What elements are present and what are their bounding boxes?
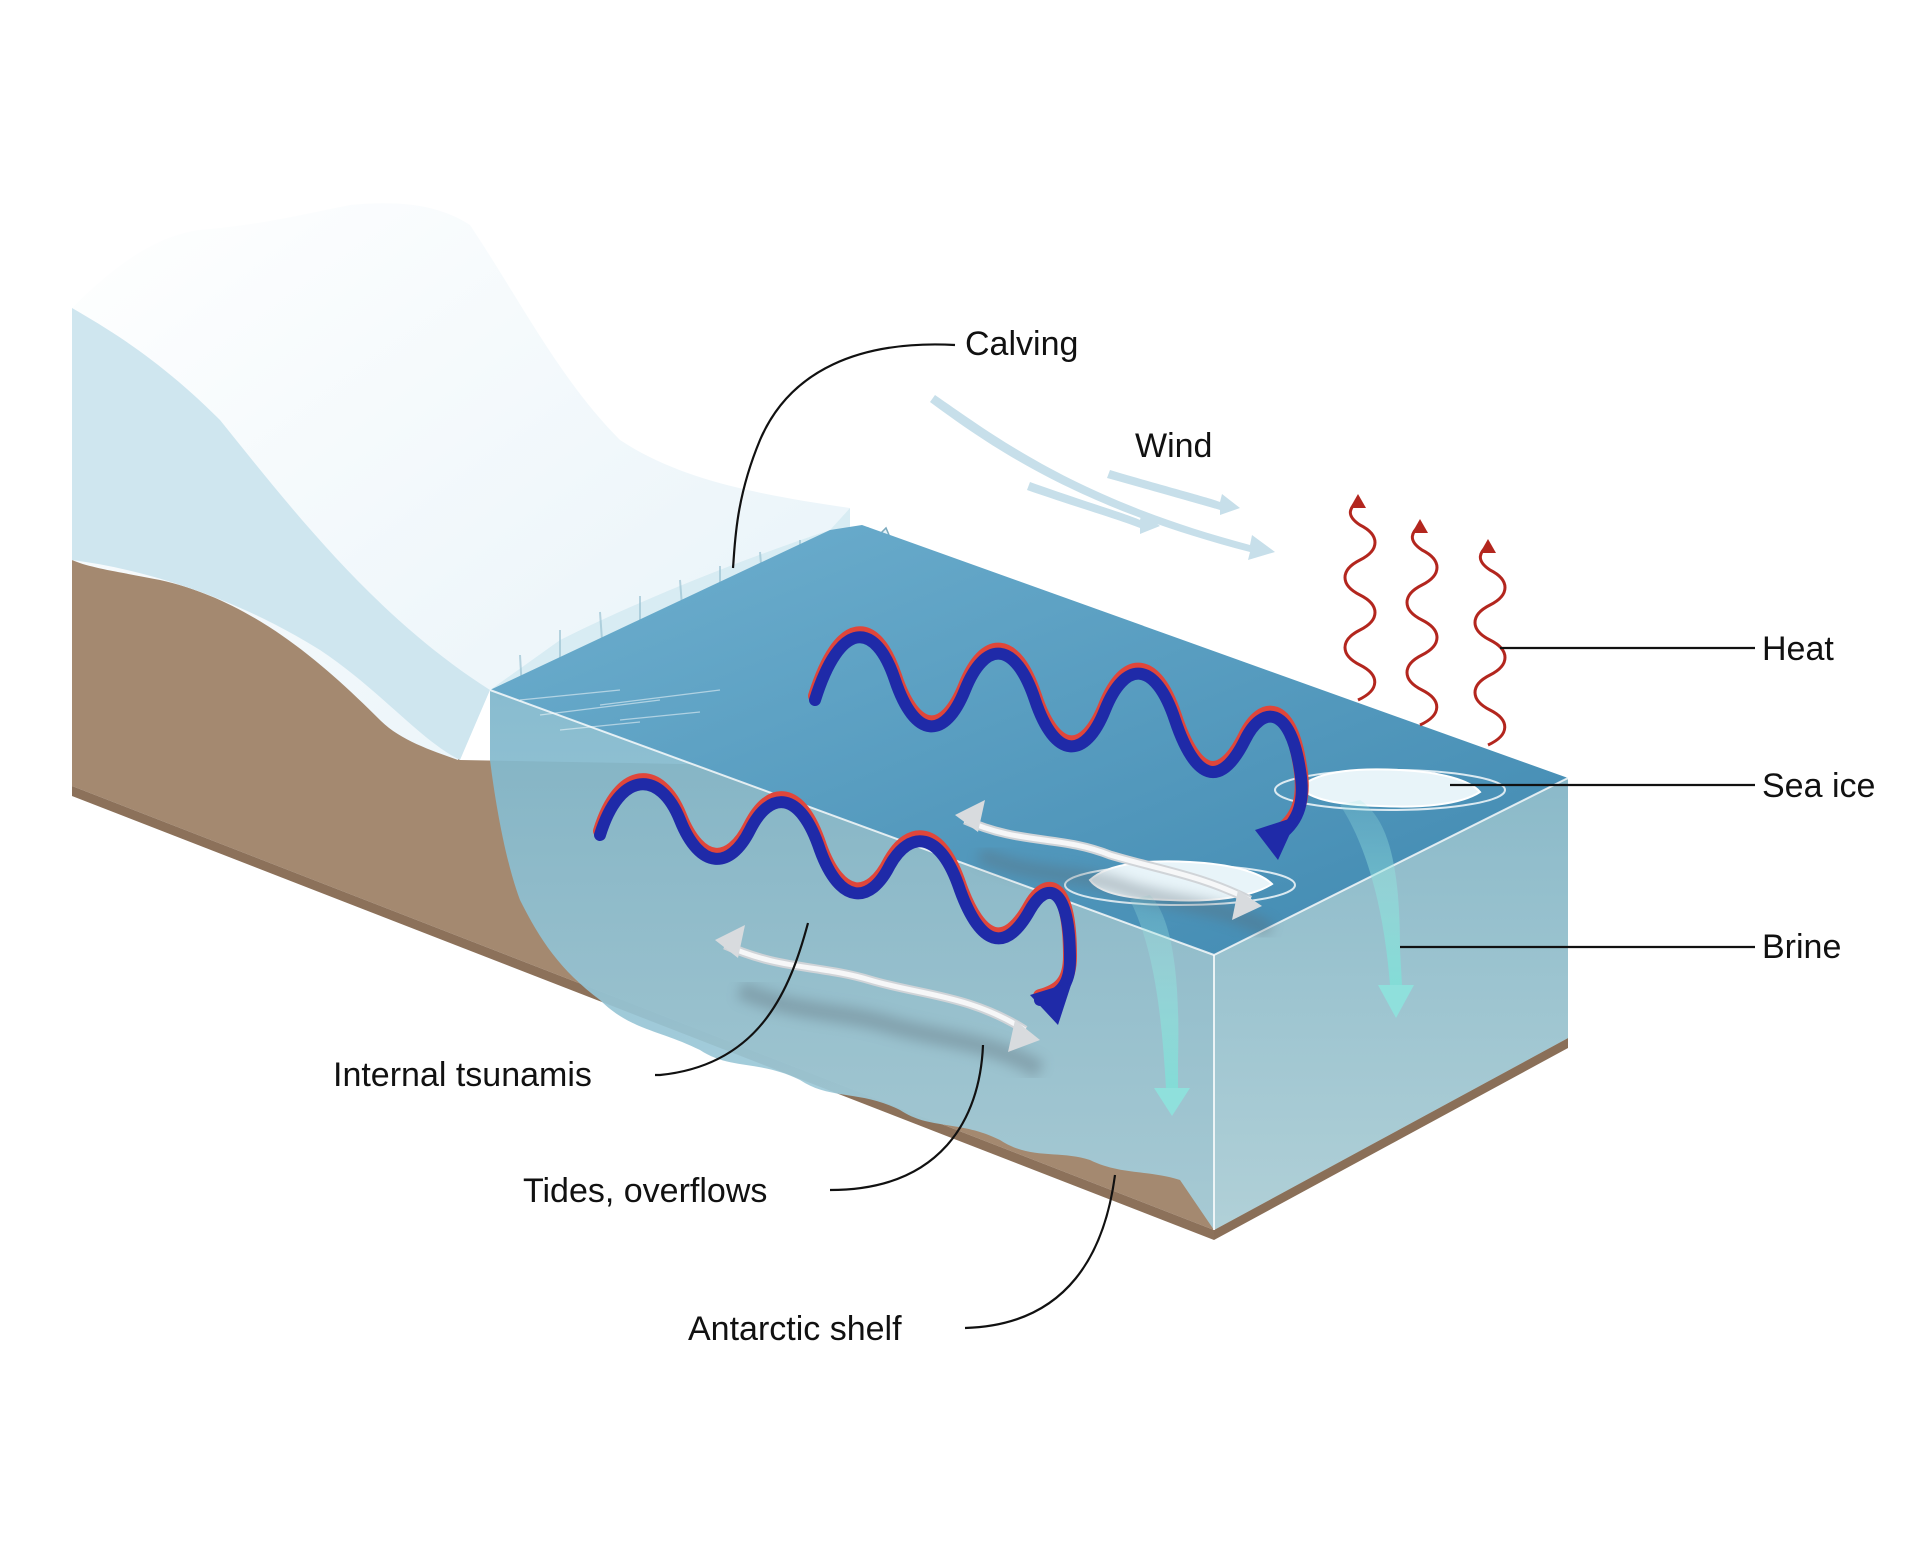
label-heat: Heat (1762, 630, 1834, 668)
brine-plume-center (1130, 895, 1190, 1116)
label-calving: Calving (965, 325, 1078, 363)
label-tides-overflows: Tides, overflows (523, 1172, 767, 1210)
brine-plume-right (1340, 800, 1414, 1018)
wind-arrows (930, 395, 1275, 560)
heat-arrowheads (1350, 494, 1496, 553)
label-antarctic-shelf: Antarctic shelf (688, 1310, 902, 1348)
leader-lines (655, 343, 1755, 1330)
ice-shelf (72, 203, 850, 760)
label-sea-ice: Sea ice (1762, 767, 1875, 805)
label-brine: Brine (1762, 928, 1841, 966)
tide-arrow-upper (955, 800, 1274, 938)
label-wind: Wind (1135, 427, 1212, 465)
internal-wave-lower (593, 773, 1078, 1025)
heat-arrows (1343, 498, 1507, 747)
tide-arrow-lower (715, 925, 1045, 1078)
sea-ice-floe-right (1274, 768, 1506, 811)
internal-wave-upper (808, 626, 1309, 860)
label-internal-tsunamis: Internal tsunamis (333, 1056, 592, 1094)
